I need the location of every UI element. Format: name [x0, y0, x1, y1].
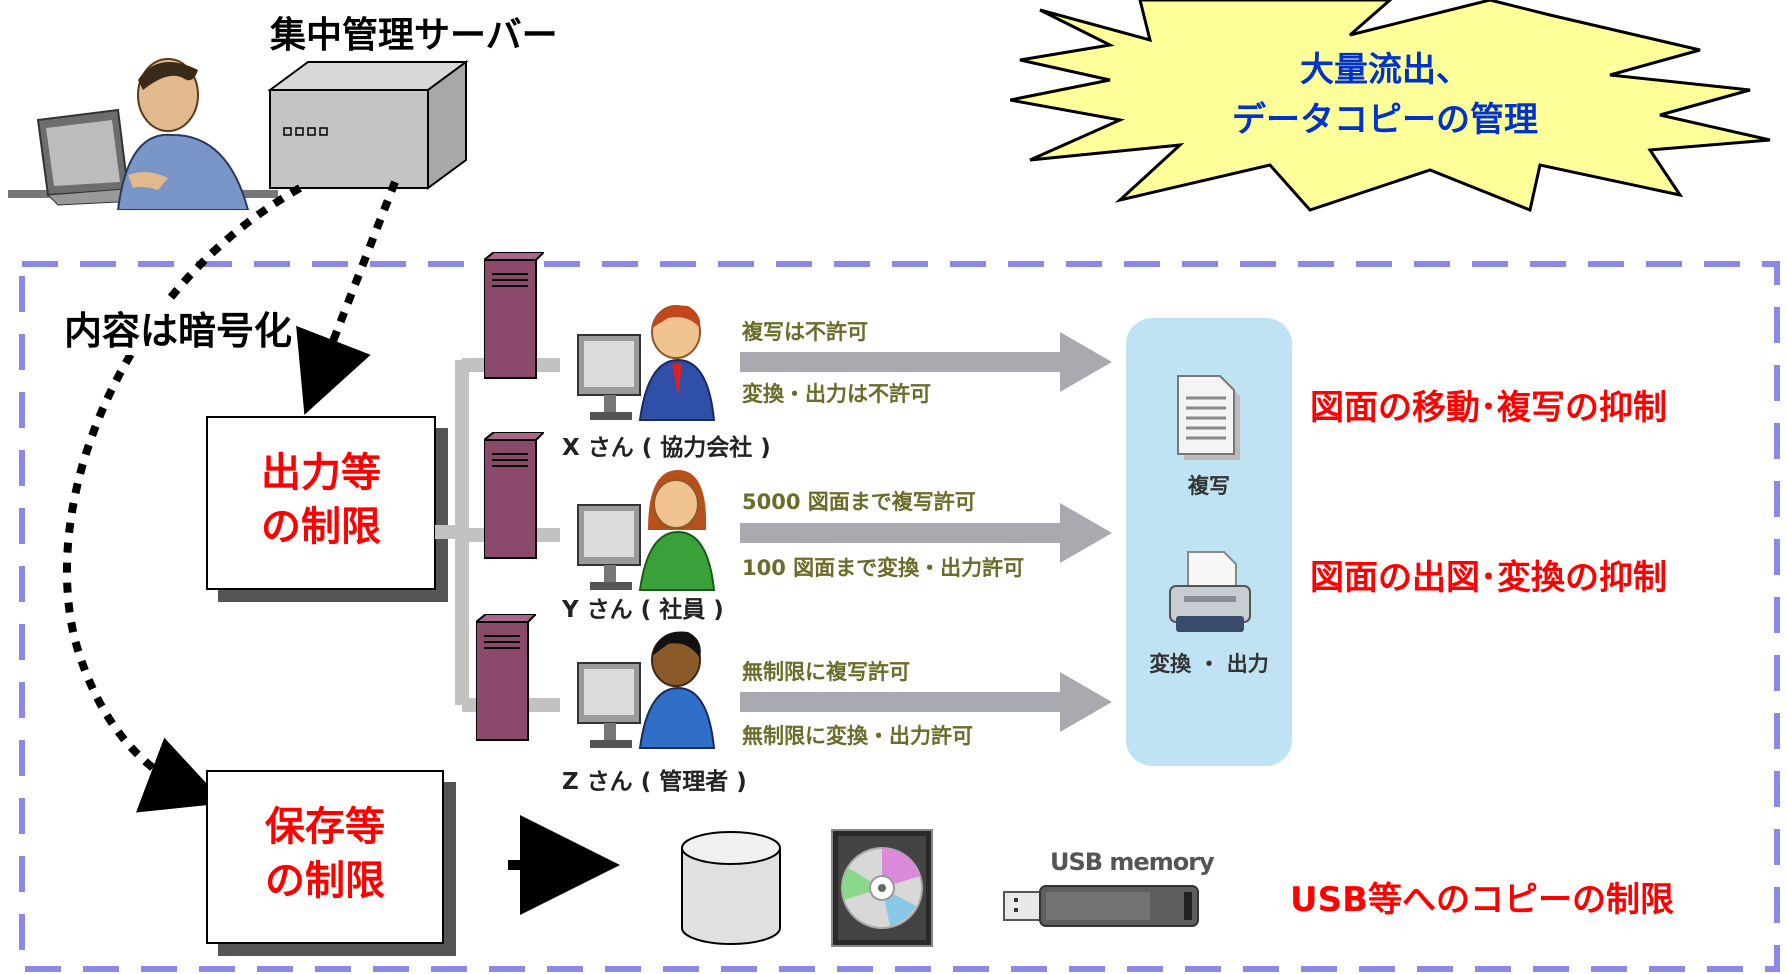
- user-y-rule1: 5000 図面まで複写許可: [742, 490, 976, 514]
- convert-output-label: 変換 ・ 出力: [1149, 652, 1269, 676]
- document-icon: [1177, 375, 1240, 460]
- user-y-icon: [577, 470, 716, 591]
- right-label-usb-copy: USB等へのコピーの制限: [1290, 880, 1675, 920]
- server-box-icon: [268, 60, 468, 190]
- burst-text-2: データコピーの管理: [1232, 100, 1538, 140]
- user-x-icon: [577, 305, 716, 421]
- user-y-rule2: 100 図面まで変換・出力許可: [742, 556, 1025, 580]
- person-laptop-icon: [8, 58, 278, 210]
- save-restriction-box: 保存等 の制限: [206, 770, 444, 944]
- server-tower-icon: [476, 614, 536, 741]
- printer-icon: [1169, 551, 1251, 632]
- save-restriction-line2: の制限: [265, 858, 385, 904]
- copy-label: 複写: [1188, 474, 1230, 498]
- output-restriction-line2: の制限: [261, 504, 381, 550]
- output-restriction-box: 出力等 の制限: [206, 416, 436, 590]
- burst-text-1: 大量流出、: [1300, 50, 1470, 90]
- user-y-label: Y さん ( 社員 ): [562, 597, 724, 623]
- user-x-rule1: 複写は不許可: [742, 320, 868, 344]
- user-x-label: X さん ( 協力会社 ): [562, 435, 771, 461]
- right-label-output-convert: 図面の出図･変換の抑制: [1310, 558, 1667, 598]
- user-x-rule2: 変換・出力は不許可: [742, 382, 931, 406]
- usb-stick-icon: [1003, 885, 1199, 927]
- user-z-rule1: 無制限に複写許可: [742, 660, 910, 684]
- server-tower-icon: [484, 252, 544, 379]
- save-restriction-line1: 保存等: [265, 804, 385, 850]
- right-label-move-copy: 図面の移動･複写の抑制: [1310, 388, 1667, 428]
- user-z-icon: [577, 631, 716, 749]
- output-restriction-line1: 出力等: [261, 450, 381, 496]
- server-tower-icon: [484, 432, 544, 559]
- cd-icon: [831, 829, 933, 947]
- user-z-rule2: 無制限に変換・出力許可: [742, 724, 973, 748]
- encryption-label: 内容は暗号化: [60, 300, 297, 355]
- burst-shape: [1010, 0, 1771, 213]
- disk-drive-icon: [681, 831, 781, 945]
- usb-memory-label: USB memory: [1050, 848, 1215, 876]
- server-title: 集中管理サーバー: [270, 15, 558, 56]
- user-z-label: Z さん ( 管理者 ): [562, 769, 747, 795]
